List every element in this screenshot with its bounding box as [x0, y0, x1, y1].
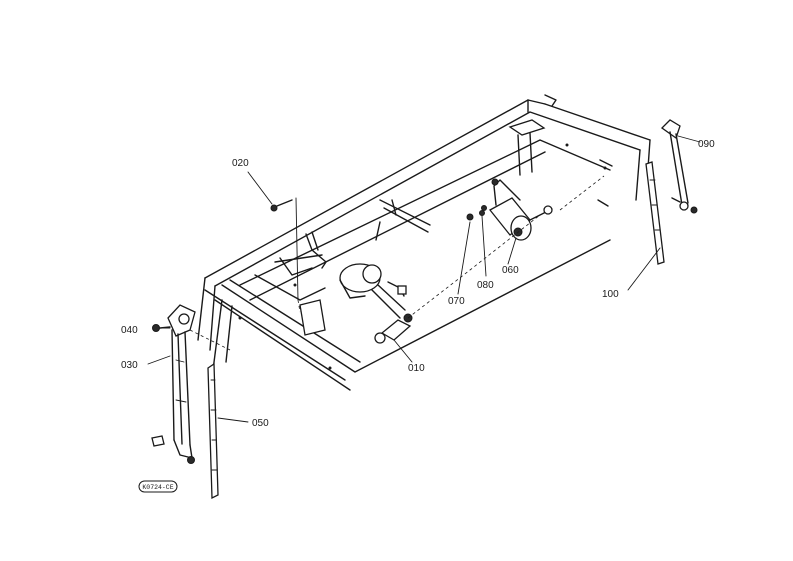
label-050: 050: [252, 418, 269, 429]
label-010: 010: [408, 363, 425, 374]
rear-wiper-blade: [645, 161, 665, 265]
leader-lines: [147, 135, 701, 423]
figure-code: K0724-CE: [142, 484, 173, 491]
front-wiper-motor: [299, 263, 413, 344]
label-070: 070: [448, 296, 465, 307]
screws: [270, 199, 485, 221]
label-040: 040: [121, 325, 138, 336]
label-060: 060: [502, 265, 519, 276]
front-wiper-blade: [207, 362, 219, 500]
label-100: 100: [602, 289, 619, 300]
label-030: 030: [121, 360, 138, 371]
rear-wiper-motor: [481, 178, 553, 241]
figure-code-badge: K0724-CE: [138, 480, 178, 493]
label-080: 080: [477, 280, 494, 291]
arm-bolt: [152, 324, 171, 332]
label-020: 020: [232, 158, 249, 169]
rear-wiper-arm: [660, 119, 698, 214]
label-090: 090: [698, 139, 715, 150]
cab-frame: [197, 94, 651, 391]
front-wiper-arm: [151, 304, 196, 464]
